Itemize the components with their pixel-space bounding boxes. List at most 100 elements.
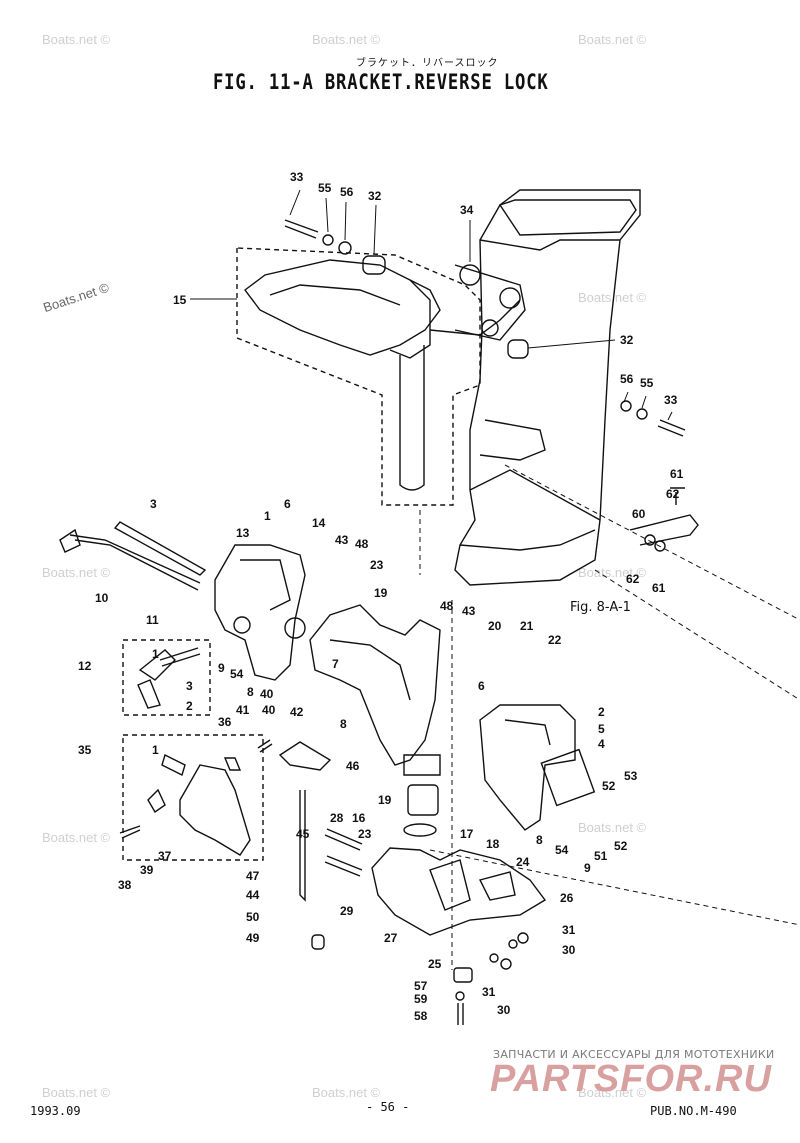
- part-label: 1: [264, 509, 271, 523]
- shop-subtitle: ЗАПЧАСТИ И АКСЕССУАРЫ ДЛЯ МОТОТЕХНИКИ: [493, 1048, 775, 1061]
- part-label: 52: [602, 779, 616, 793]
- part-label: 55: [318, 181, 332, 195]
- part-label: 60: [632, 507, 646, 521]
- part-label: 51: [594, 849, 608, 863]
- housing-top-plate: [498, 199, 637, 236]
- part-label: 62: [626, 572, 640, 586]
- watermark: Boats.net ©: [42, 565, 111, 580]
- part-label: 31: [562, 923, 576, 937]
- part-label: 33: [290, 170, 304, 184]
- clamp-bracket-right: [479, 704, 576, 831]
- part-label: 6: [284, 497, 291, 511]
- part-label: 44: [246, 888, 260, 902]
- part-label: 2: [186, 699, 193, 713]
- part-label: 17: [460, 827, 474, 841]
- part-label: 27: [384, 931, 398, 945]
- part-label: 19: [378, 793, 392, 807]
- part-label: 18: [486, 837, 500, 851]
- footer-page-number: - 56 -: [366, 1100, 410, 1114]
- part-label: 32: [368, 189, 382, 203]
- part-label: 12: [78, 659, 92, 673]
- lower-mount-bracket: [371, 847, 547, 936]
- part-label: 33: [664, 393, 678, 407]
- clamp-bracket-left: [214, 544, 306, 681]
- part-number-labels: 33 55 56 32 34 15 32 56 55 33 61 62 60 6…: [78, 170, 684, 1023]
- part-label: 3: [150, 497, 157, 511]
- figure-title: FIG. 11-A BRACKET.REVERSE LOCK: [213, 70, 549, 94]
- footer-date: 1993.09: [30, 1104, 81, 1118]
- part-label: 8: [340, 717, 347, 731]
- part-label: 54: [230, 667, 244, 681]
- part-label: 30: [497, 1003, 511, 1017]
- part-label: 6: [478, 679, 485, 693]
- watermark: Boats.net ©: [312, 32, 381, 47]
- part-label: 20: [488, 619, 502, 633]
- part-label: 23: [370, 558, 384, 572]
- watermark: Boats.net ©: [578, 820, 647, 835]
- part-label: 48: [440, 599, 454, 613]
- part-label: 45: [296, 827, 310, 841]
- part-label: 34: [460, 203, 474, 217]
- part-label: 49: [246, 931, 260, 945]
- part-label: 36: [218, 715, 232, 729]
- part-label: 48: [355, 537, 369, 551]
- drive-housing-outline: [454, 189, 641, 586]
- part-label: 54: [555, 843, 569, 857]
- shop-logo: PARTSFOR.RU: [490, 1058, 772, 1100]
- part-label: 25: [428, 957, 442, 971]
- part-label: 29: [340, 904, 354, 918]
- part-label: 1: [152, 647, 159, 661]
- part-label: 28: [330, 811, 344, 825]
- part-label: 55: [640, 376, 654, 390]
- watermark: Boats.net ©: [578, 1085, 647, 1100]
- part-label: 8: [536, 833, 543, 847]
- part-label: 32: [620, 333, 634, 347]
- part-label: 46: [346, 759, 360, 773]
- part-label: 41: [236, 703, 250, 717]
- group-35-dashed-box: [122, 734, 264, 861]
- part-label: 57: [414, 979, 428, 993]
- part-label: 43: [335, 533, 349, 547]
- part-label: 37: [158, 849, 172, 863]
- part-label: 38: [118, 878, 132, 892]
- part-label: 23: [358, 827, 372, 841]
- part-label: 52: [614, 839, 628, 853]
- watermark: Boats.net ©: [312, 1085, 381, 1100]
- part-label: 35: [78, 743, 92, 757]
- watermark: Boats.net ©: [578, 290, 647, 305]
- part-label: 10: [95, 591, 109, 605]
- part-label: 30: [562, 943, 576, 957]
- part-label: 24: [516, 855, 530, 869]
- watermark: Boats.net ©: [42, 830, 111, 845]
- part-label: 1: [152, 743, 159, 757]
- part-label: 8: [247, 685, 254, 699]
- part-label: 26: [560, 891, 574, 905]
- part-label: 39: [140, 863, 154, 877]
- part-label: 56: [340, 185, 354, 199]
- part-label: 21: [520, 619, 534, 633]
- footer-publication-number: PUB.NO.M-490: [650, 1104, 737, 1118]
- part-label: 43: [462, 604, 476, 618]
- part-label: 40: [262, 703, 276, 717]
- part-label: 59: [414, 992, 428, 1006]
- part-label: 53: [624, 769, 638, 783]
- part-label: 3: [186, 679, 193, 693]
- part-label: 15: [173, 293, 187, 307]
- watermark: Boats.net ©: [578, 32, 647, 47]
- part-label: 31: [482, 985, 496, 999]
- part-label: 16: [352, 811, 366, 825]
- part-label: 13: [236, 526, 250, 540]
- part-label: 58: [414, 1009, 428, 1023]
- steering-bracket: [244, 259, 441, 356]
- part-label: 42: [290, 705, 304, 719]
- part-label: 61: [652, 581, 666, 595]
- cross-reference: Fig. 8-A-1: [570, 600, 631, 615]
- part-label: 5: [598, 722, 605, 736]
- part-label: 40: [260, 687, 274, 701]
- part-label: 62: [666, 487, 680, 501]
- tilt-rod: [69, 534, 201, 591]
- watermark: Boats.net ©: [42, 32, 111, 47]
- part-label: 11: [146, 613, 159, 627]
- steering-shaft: [399, 345, 425, 491]
